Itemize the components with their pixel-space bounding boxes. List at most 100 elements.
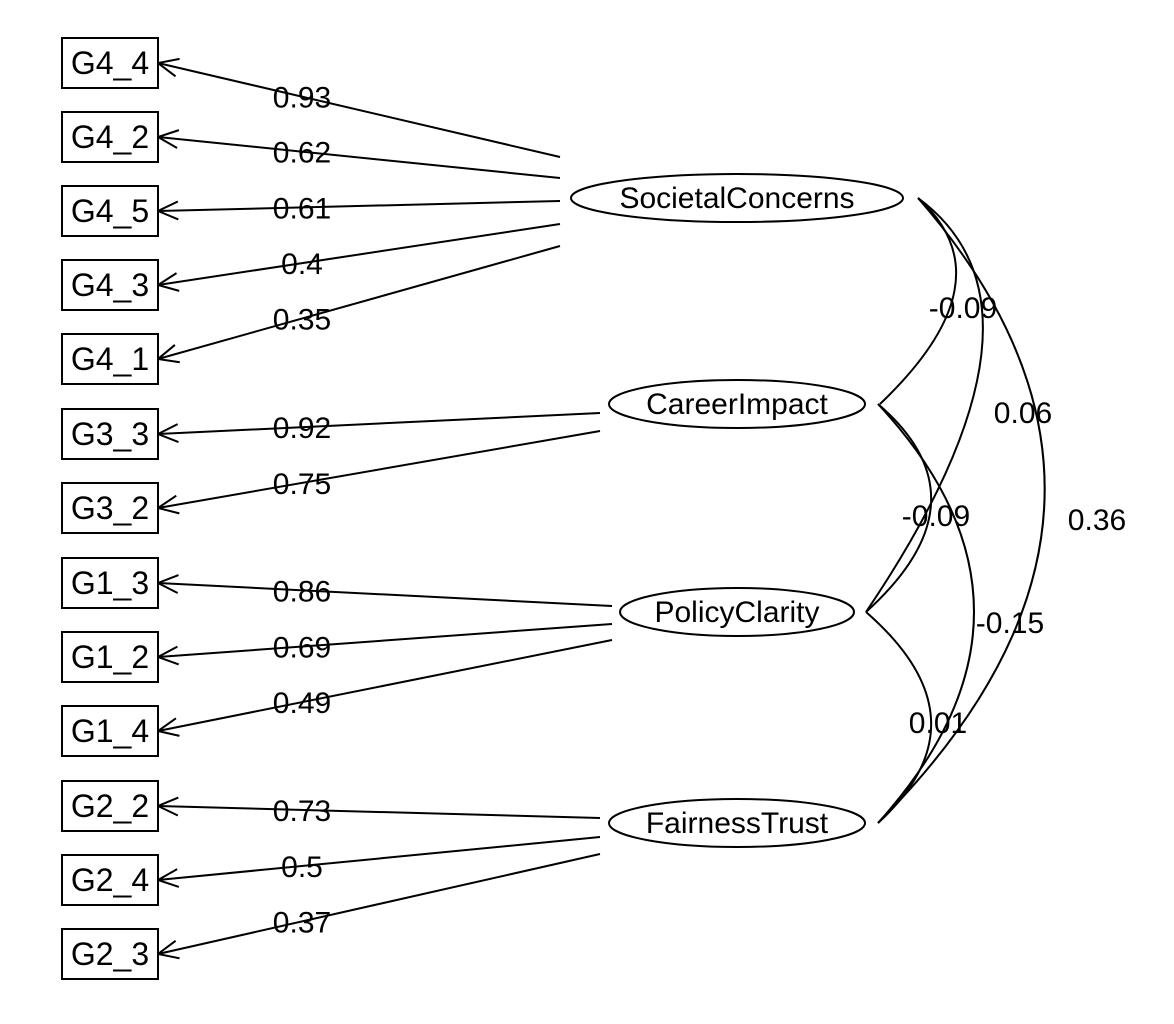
indicator-box	[61, 408, 159, 460]
loading-arrow	[157, 623, 613, 658]
indicator-label: G1_3	[71, 565, 149, 601]
indicator-label: G2_4	[71, 862, 149, 898]
loading-value: 0.73	[273, 795, 331, 828]
indicator-box	[61, 928, 159, 980]
latent-ellipse	[608, 379, 866, 429]
loading-g3-2	[155, 430, 601, 515]
indicator-box	[61, 780, 159, 832]
nodes-layer: G4_4G4_2G4_5G4_3G4_1G3_3G3_2G1_3G1_2G1_4…	[61, 37, 904, 980]
edges-layer	[155, 57, 1046, 960]
latent-careerimpact: CareerImpact	[608, 379, 866, 429]
covariance-value: 0.06	[994, 397, 1052, 430]
indicator-label: G3_3	[71, 416, 149, 452]
loading-g2-3	[155, 853, 601, 960]
covariance-policyclarity-fairnesstrust	[865, 611, 933, 824]
loading-value: 0.93	[273, 82, 331, 115]
loading-arrow	[157, 62, 561, 158]
loading-g4-1	[155, 245, 561, 364]
latent-ellipse	[570, 173, 904, 223]
covariance-value: -0.15	[976, 607, 1044, 640]
indicator-box	[61, 557, 159, 609]
indicator-g3-3: G3_3	[61, 408, 159, 460]
covariance-curve	[865, 611, 933, 824]
indicator-box	[61, 259, 159, 311]
loading-arrow	[157, 412, 601, 435]
loading-value: 0.69	[273, 632, 331, 665]
loading-value: 0.86	[273, 575, 331, 608]
loading-arrow	[157, 136, 561, 179]
loading-g2-4	[155, 836, 601, 888]
covariance-curve	[877, 197, 1046, 824]
covariance-value: 0.36	[1068, 504, 1126, 537]
indicator-box	[61, 37, 159, 89]
loading-g3-3	[155, 412, 601, 443]
latent-societalconcerns: SocietalConcerns	[570, 173, 904, 223]
indicator-label: G2_3	[71, 936, 149, 972]
loading-value: 0.37	[273, 906, 331, 939]
indicator-g2-2: G2_2	[61, 780, 159, 832]
loading-value: 0.62	[273, 137, 331, 170]
indicator-box	[61, 185, 159, 237]
indicator-label: G4_1	[71, 341, 149, 377]
indicator-label: G1_2	[71, 639, 149, 675]
covariance-careerimpact-policyclarity	[865, 403, 933, 613]
indicator-g1-4: G1_4	[61, 705, 159, 757]
loading-arrow	[157, 200, 561, 212]
covariance-curve	[879, 197, 958, 405]
covariance-curve	[865, 403, 933, 613]
latent-label: PolicyClarity	[654, 596, 819, 629]
covariance-curve	[865, 197, 984, 613]
indicator-label: G4_3	[71, 267, 149, 303]
loading-arrow	[157, 853, 601, 955]
indicator-label: G4_4	[71, 45, 149, 81]
indicator-label: G3_2	[71, 490, 149, 526]
covariance-societalconcerns-fairnesstrust	[877, 197, 1046, 824]
latent-policyclarity: PolicyClarity	[619, 587, 855, 637]
loading-g4-2	[155, 129, 561, 179]
latent-label: CareerImpact	[646, 388, 828, 421]
indicator-g2-3: G2_3	[61, 928, 159, 980]
latent-label: SocietalConcerns	[619, 182, 854, 215]
indicator-box	[61, 111, 159, 163]
loading-arrow	[157, 582, 613, 607]
indicator-g4-3: G4_3	[61, 259, 159, 311]
loading-g1-4	[155, 639, 613, 737]
indicator-label: G4_2	[71, 119, 149, 155]
indicator-g3-2: G3_2	[61, 482, 159, 534]
loading-g4-5	[155, 200, 561, 221]
covariance-value: 0.01	[909, 707, 967, 740]
covariance-value: -0.09	[929, 292, 997, 325]
indicator-box	[61, 631, 159, 683]
loading-arrow	[157, 836, 601, 881]
loading-value: 0.92	[273, 412, 331, 445]
loading-arrow	[157, 245, 561, 360]
loading-arrow	[157, 223, 561, 286]
indicator-box	[61, 482, 159, 534]
indicator-g2-4: G2_4	[61, 854, 159, 906]
indicator-box	[61, 333, 159, 385]
latent-fairnesstrust: FairnessTrust	[608, 798, 866, 848]
loading-arrow	[157, 430, 601, 509]
loading-g1-2	[155, 623, 613, 666]
indicator-box	[61, 854, 159, 906]
loading-g2-2	[155, 796, 601, 819]
loading-arrow	[157, 639, 613, 732]
indicator-g1-3: G1_3	[61, 557, 159, 609]
indicator-label: G2_2	[71, 788, 149, 824]
indicator-g4-2: G4_2	[61, 111, 159, 163]
loading-g1-3	[155, 574, 613, 607]
labels-layer: 0.930.620.610.40.350.920.750.860.690.490…	[273, 82, 1126, 940]
indicator-g1-2: G1_2	[61, 631, 159, 683]
covariance-societalconcerns-policyclarity	[865, 197, 984, 613]
loading-value: 0.35	[273, 304, 331, 337]
indicator-g4-5: G4_5	[61, 185, 159, 237]
loading-value: 0.75	[273, 468, 331, 501]
covariance-societalconcerns-careerimpact	[879, 197, 958, 405]
indicator-g4-4: G4_4	[61, 37, 159, 89]
loading-value: 0.5	[281, 851, 323, 884]
indicator-box	[61, 705, 159, 757]
loading-value: 0.61	[273, 192, 331, 225]
latent-ellipse	[619, 587, 855, 637]
indicator-label: G4_5	[71, 193, 149, 229]
